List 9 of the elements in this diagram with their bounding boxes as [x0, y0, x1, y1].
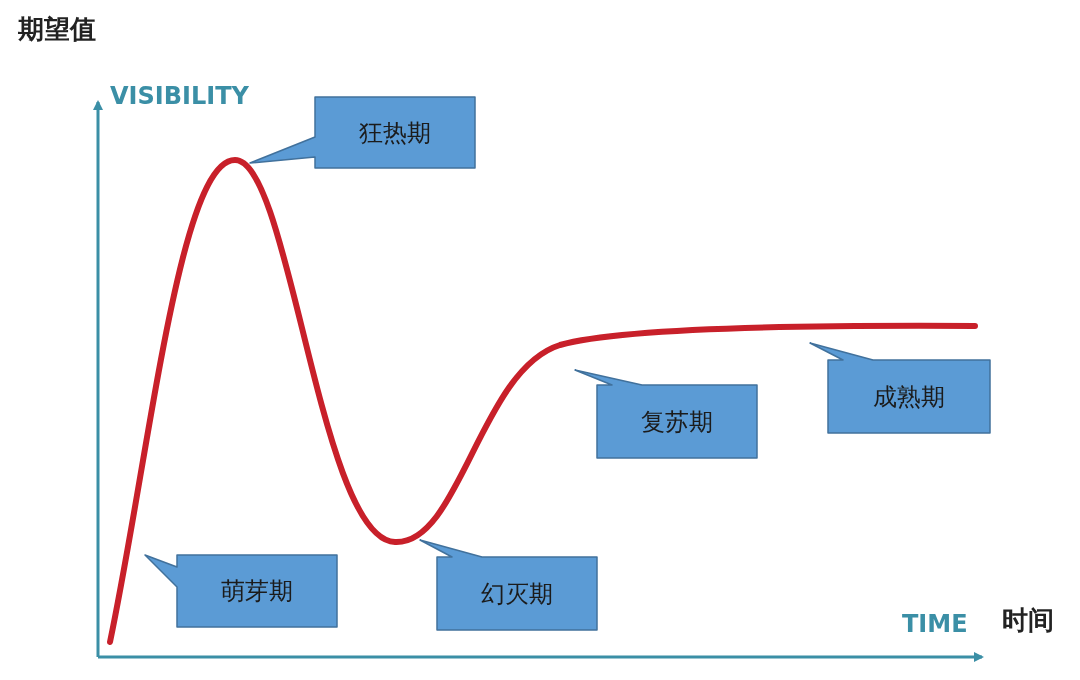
phase-label: 萌芽期	[221, 576, 293, 607]
phase-label: 成熟期	[873, 381, 945, 413]
phase-label: 幻灭期	[481, 578, 553, 610]
axis-label: VISIBILITY	[110, 82, 249, 110]
axis-title: 期望值	[18, 13, 96, 46]
phase-label: 狂热期	[359, 117, 431, 149]
axis-title: 时间	[1002, 604, 1054, 637]
phase-label: 复苏期	[641, 406, 713, 438]
axis-label: TIME	[902, 610, 968, 638]
